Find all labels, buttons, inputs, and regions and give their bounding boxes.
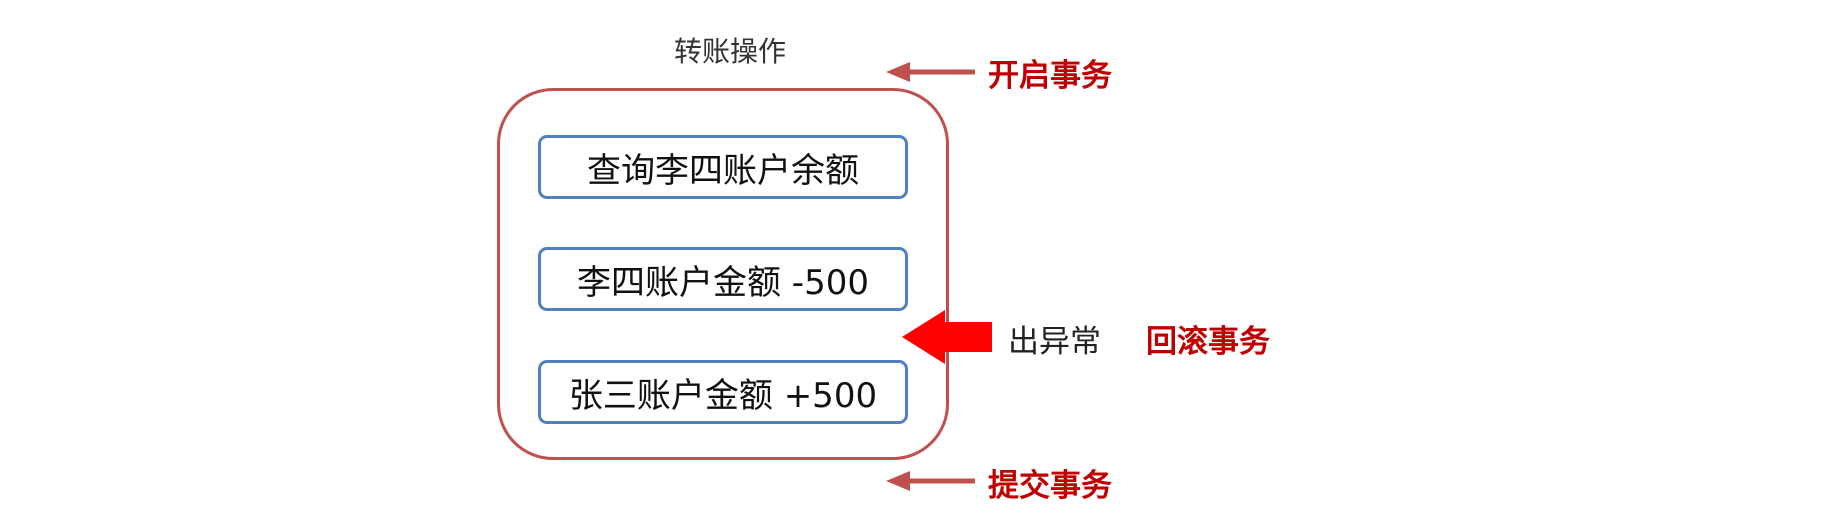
step-credit-account: 张三账户金额 +500 <box>538 360 908 424</box>
begin-transaction-label: 开启事务 <box>988 58 1112 94</box>
begin-transaction-arrow-icon <box>886 62 975 82</box>
rollback-transaction-label: 回滚事务 <box>1146 324 1270 360</box>
step-query-balance: 查询李四账户余额 <box>538 135 908 199</box>
exception-arrow-icon <box>902 310 992 364</box>
commit-transaction-label: 提交事务 <box>988 468 1112 504</box>
step-debit-account: 李四账户金额 -500 <box>538 247 908 311</box>
commit-transaction-arrow-icon <box>886 471 975 491</box>
exception-label: 出异常 <box>1008 324 1101 360</box>
diagram-title: 转账操作 <box>673 35 786 68</box>
transaction-boundary-box <box>497 88 949 460</box>
